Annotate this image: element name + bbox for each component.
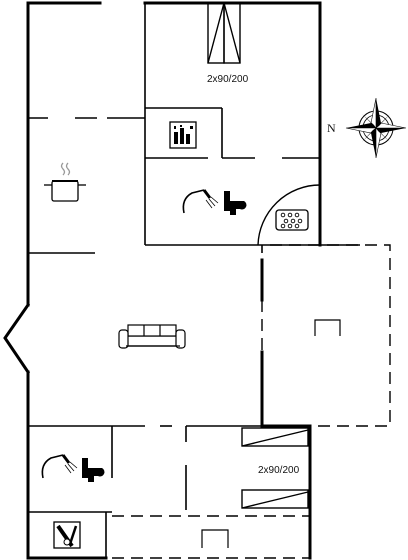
bed-pair-top: [207, 2, 241, 64]
bed-pair-bottom: [241, 427, 309, 509]
shower-icon-lower: [41, 454, 78, 479]
washing-machine-icon: [169, 121, 197, 149]
bedroom-top-size-label: 2x90/200: [207, 74, 249, 85]
shower-icon: [182, 189, 219, 214]
interior-walls: [28, 3, 360, 558]
outer-wall-east-inner-low: [260, 350, 312, 560]
toilet-icon: [224, 191, 247, 215]
outer-wall-bay: [3, 302, 31, 375]
table-bottom: [201, 529, 229, 548]
outer-wall-top-right: [143, 1, 322, 247]
toilet-icon-lower: [82, 458, 105, 482]
compass-north-label: N: [327, 121, 336, 135]
bed-lower: [241, 489, 309, 509]
utility-icon: [53, 521, 81, 549]
cooking-pot-icon: [44, 162, 86, 202]
outer-wall-left-lower: [26, 370, 108, 560]
hot-tub-icon: [275, 209, 309, 231]
bed-upper: [241, 427, 309, 447]
compass-rose-icon: [345, 97, 407, 159]
terrace-outline: [112, 244, 391, 559]
bed-right: [223, 2, 241, 64]
door-arc: [257, 184, 321, 246]
sofa-icon: [118, 324, 186, 349]
table-terrace: [314, 319, 341, 336]
bedroom-bottom-size-label: 2x90/200: [258, 465, 300, 476]
